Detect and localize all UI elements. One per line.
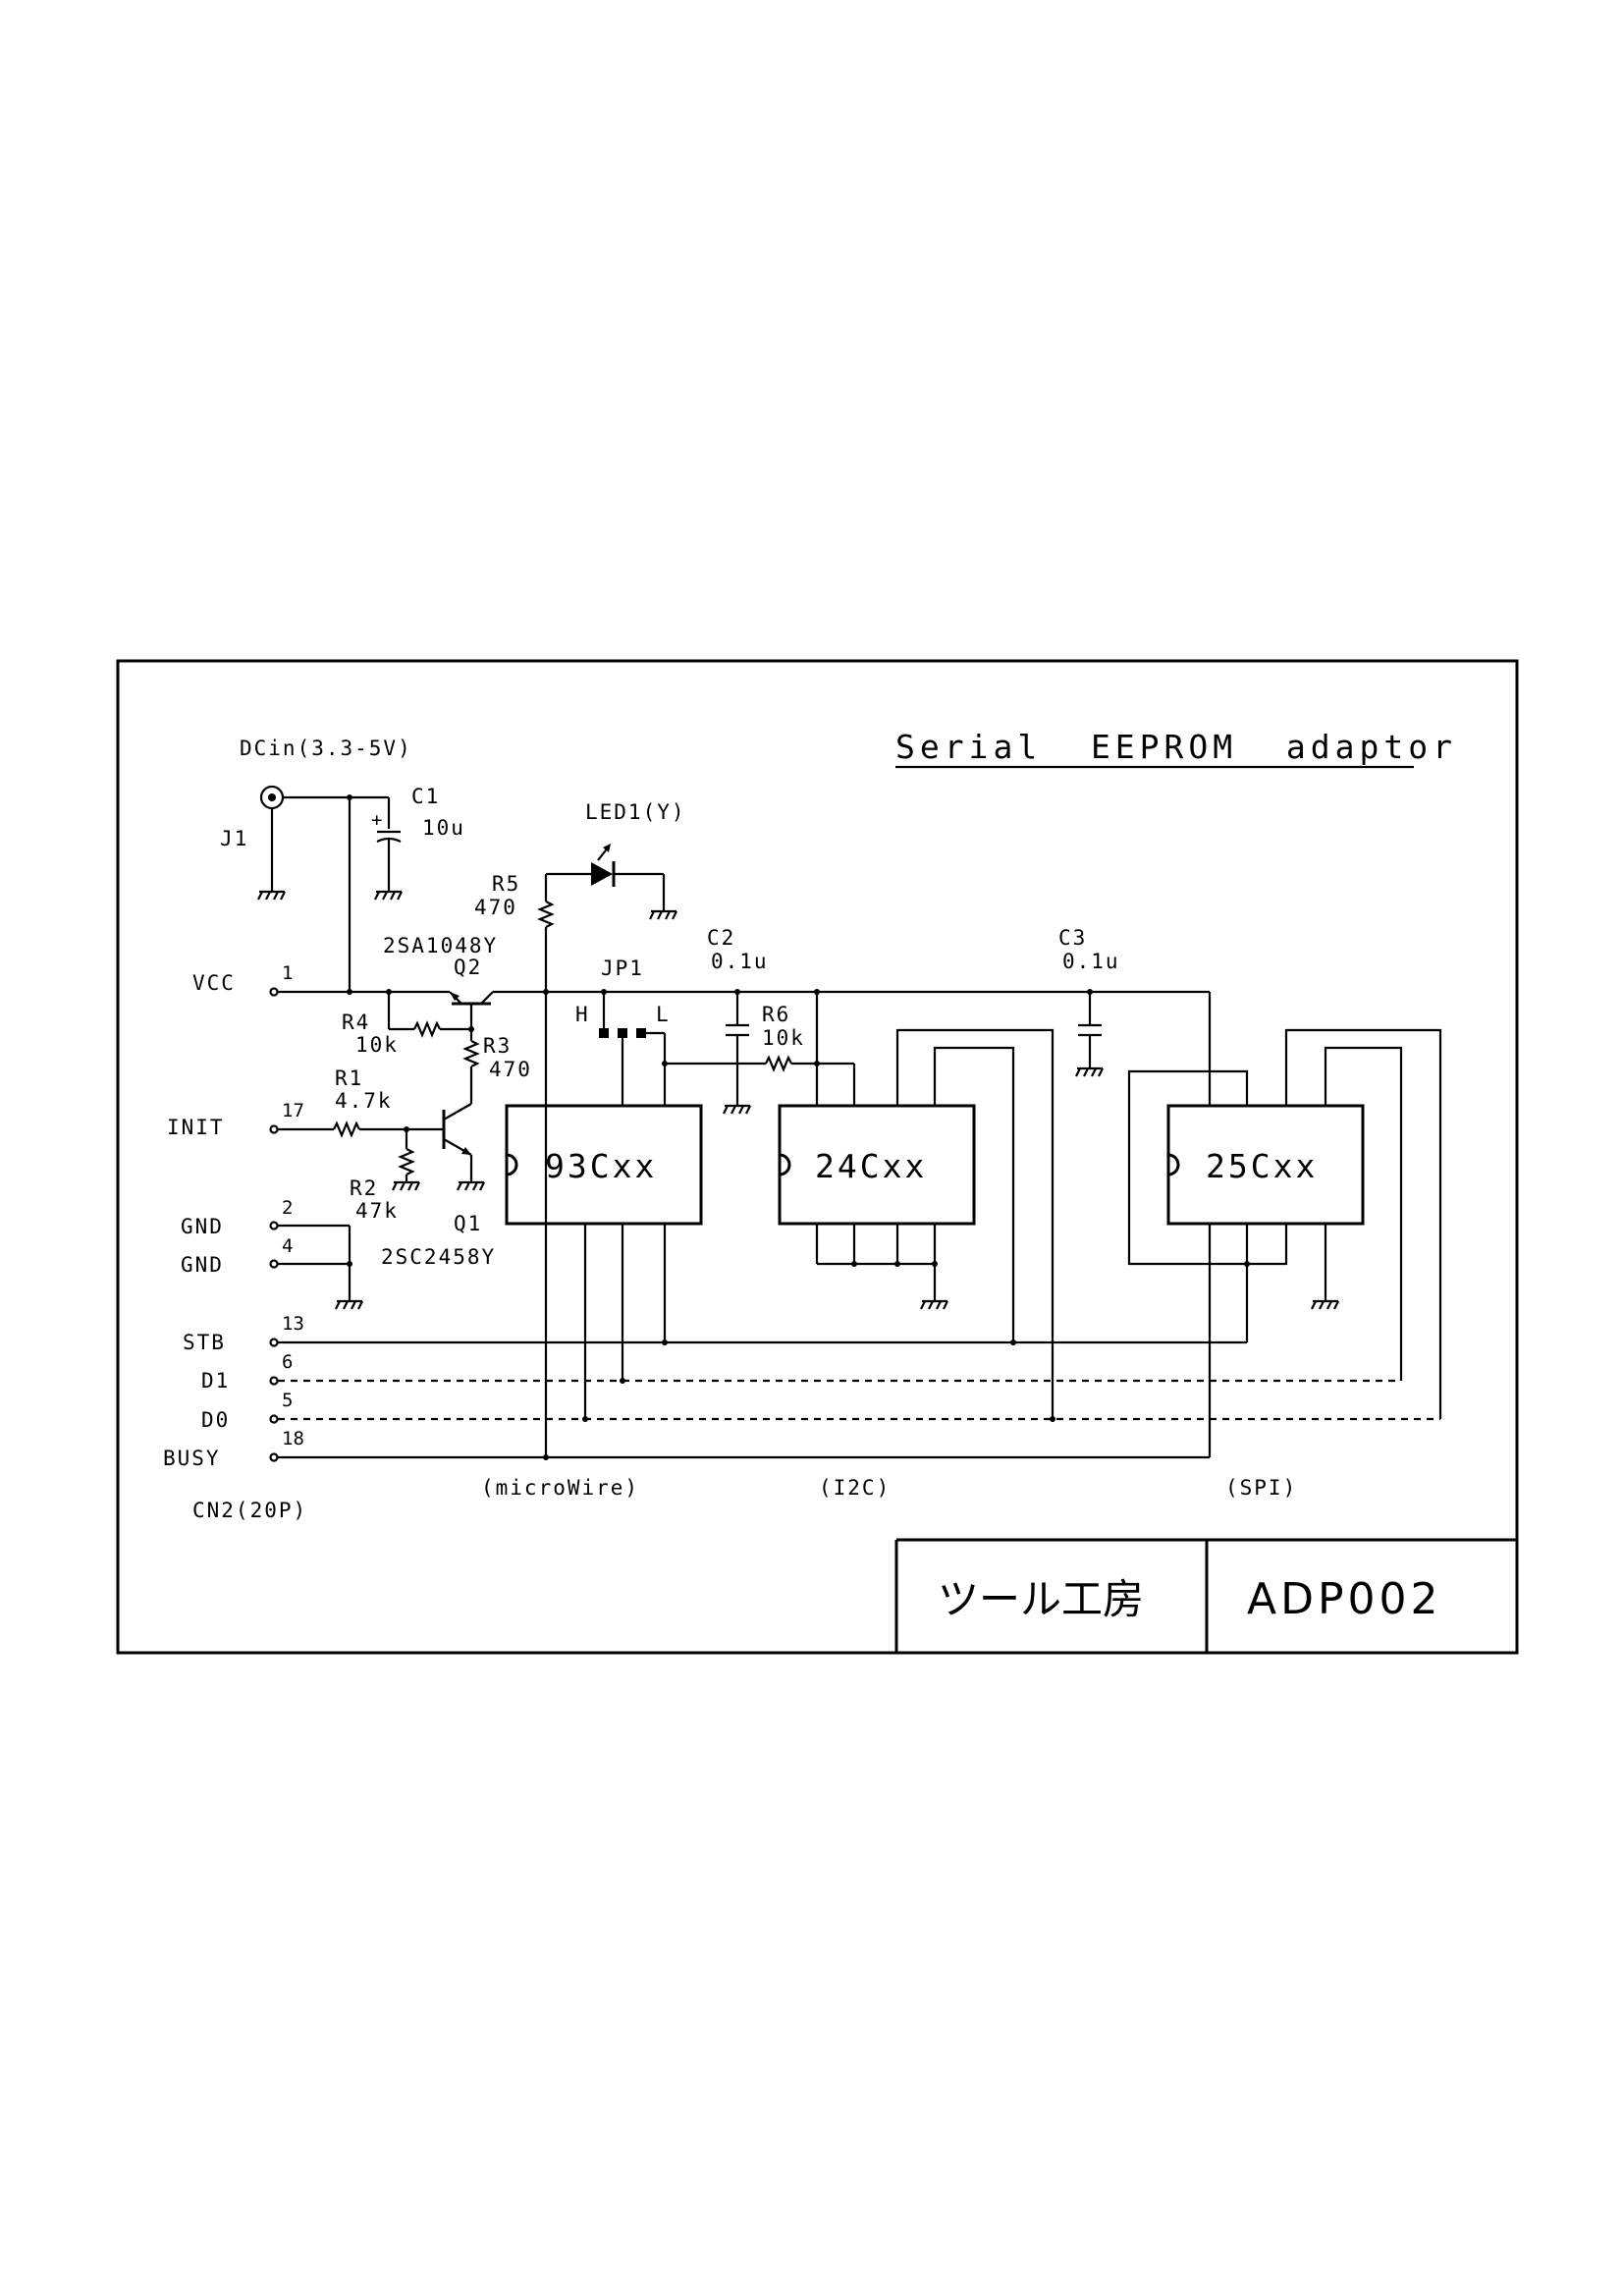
cn2-connector-name: CN2(20P) — [192, 1499, 307, 1522]
chip-25cxx-name: 25Cxx — [1206, 1147, 1318, 1185]
cn2-pin-number-17: 17 — [282, 1100, 304, 1121]
r6-value: 10k — [762, 1026, 805, 1050]
r4-ref: R4 — [342, 1011, 370, 1034]
r1-value: 4.7k — [335, 1089, 393, 1113]
r3-value: 470 — [489, 1058, 532, 1081]
r3-resistor-symbol — [462, 1040, 480, 1067]
r4-value: 10k — [355, 1033, 399, 1057]
c1-ref: C1 — [411, 785, 440, 808]
dc-in-label: DCin(3.3-5V) — [240, 737, 412, 760]
cn2-signal-gnd-4: GND — [181, 1253, 224, 1277]
bus-label-spi: (SPI) — [1225, 1476, 1297, 1500]
led1-ref: LED1(Y) — [585, 800, 686, 824]
cn2-pin-18 — [269, 1452, 279, 1462]
jp1-high-label: H — [575, 1003, 590, 1026]
ground-symbol-c3 — [1075, 1066, 1104, 1077]
ground-symbol-led1 — [649, 909, 677, 920]
chip-93cxx-name: 93Cxx — [545, 1147, 657, 1185]
cn2-pin-1 — [269, 987, 279, 997]
r1-ref: R1 — [335, 1066, 363, 1090]
chip-24cxx-body — [778, 1104, 976, 1226]
cn2-pin-number-13: 13 — [282, 1313, 304, 1335]
sheet-frame — [116, 659, 1519, 1655]
bus-label-microwire: (microWire) — [481, 1476, 639, 1500]
cn2-signal-vcc: VCC — [192, 971, 236, 995]
cn2-pin-number-2: 2 — [282, 1197, 293, 1219]
cn2-pin-6 — [269, 1376, 279, 1386]
jp1-low-label: L — [656, 1003, 671, 1026]
cn2-signal-d0: D0 — [201, 1408, 230, 1432]
r2-resistor-symbol — [398, 1148, 415, 1175]
diagram-title: Serial EEPROM adaptor — [895, 728, 1457, 766]
r5-ref: R5 — [492, 872, 520, 896]
q2-transistor-symbol — [449, 991, 494, 1021]
chip-25cxx-body — [1166, 1104, 1365, 1226]
dc-jack-center — [268, 793, 276, 801]
q1-ref: Q1 — [454, 1212, 482, 1235]
cn2-signal-d1: D1 — [201, 1369, 230, 1393]
ground-symbol-c1 — [374, 890, 403, 901]
led1-diode-symbol — [591, 862, 613, 886]
ground-symbol-q1 — [457, 1180, 485, 1191]
c3-value: 0.1u — [1062, 950, 1120, 973]
ground-symbol-j1 — [257, 890, 286, 901]
ground-symbol-24cxx — [920, 1299, 948, 1310]
bus-label-i2c: (I2C) — [819, 1476, 891, 1500]
cn2-pin-2 — [269, 1221, 279, 1230]
q1-part: 2SC2458Y — [381, 1245, 496, 1269]
cn2-pin-number-4: 4 — [282, 1235, 293, 1257]
q2-ref: Q2 — [454, 956, 482, 979]
c2-value: 0.1u — [711, 950, 769, 973]
cn2-pin-4 — [269, 1259, 279, 1269]
r5-value: 470 — [474, 896, 517, 919]
cn2-signal-stb: STB — [183, 1331, 226, 1354]
ground-symbol-r2 — [392, 1180, 420, 1191]
r2-ref: R2 — [350, 1176, 378, 1200]
chip-93cxx-body — [505, 1104, 703, 1226]
c2-ref: C2 — [707, 926, 735, 950]
r5-resistor-symbol — [537, 901, 555, 928]
q2-part: 2SA1048Y — [383, 934, 498, 957]
jp1-pin-center — [618, 1028, 627, 1038]
jp1-pin-h — [599, 1028, 609, 1038]
r6-resistor-symbol — [765, 1055, 792, 1072]
cn2-pin-13 — [269, 1338, 279, 1347]
title-block-code: ADP002 — [1247, 1574, 1442, 1624]
cn2-pin-number-18: 18 — [282, 1428, 304, 1449]
ground-symbol-25cxx — [1311, 1299, 1339, 1310]
jp1-ref: JP1 — [601, 957, 644, 980]
q1-transistor-symbol — [442, 1096, 473, 1182]
r1-resistor-symbol — [333, 1121, 360, 1138]
cn2-pin-number-6: 6 — [282, 1351, 293, 1373]
cn2-pin-5 — [269, 1414, 279, 1424]
j1-label: J1 — [220, 827, 248, 850]
c3-ref: C3 — [1058, 926, 1087, 950]
r2-value: 47k — [355, 1199, 399, 1223]
title-block-brand: ツール工房 — [938, 1575, 1144, 1623]
c1-value: 10u — [422, 816, 465, 840]
cn2-pin-17 — [269, 1124, 279, 1134]
cn2-pin-number-5: 5 — [282, 1390, 293, 1411]
r6-ref: R6 — [762, 1003, 790, 1026]
chip-24cxx-name: 24Cxx — [815, 1147, 927, 1185]
c1-plus-sign: + — [371, 809, 382, 831]
cn2-signal-gnd-2: GND — [181, 1215, 224, 1238]
cn2-signal-busy: BUSY — [163, 1447, 221, 1470]
ground-symbol-connector — [335, 1299, 363, 1310]
cn2-signal-init: INIT — [167, 1116, 225, 1139]
cn2-pin-number-1: 1 — [282, 962, 293, 984]
r4-resistor-symbol — [413, 1020, 441, 1038]
ground-symbol-c2 — [723, 1104, 751, 1115]
r3-ref: R3 — [483, 1034, 512, 1058]
